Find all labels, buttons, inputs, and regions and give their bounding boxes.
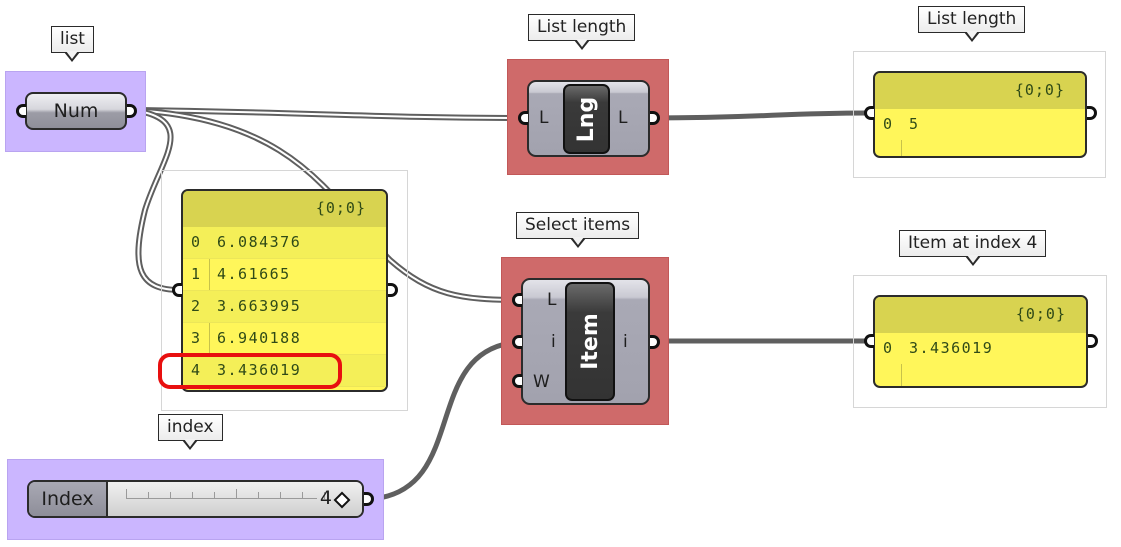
list-length-group-tooltip: List length <box>528 14 636 41</box>
row-value: 6.084376 <box>217 233 302 251</box>
panel-header: {0;0} <box>183 191 386 227</box>
panel-row: 2 3.663995 <box>183 291 386 323</box>
panel-row: 3 6.940188 <box>183 323 386 355</box>
slider-tick <box>170 492 171 499</box>
panel-row: 1 4.61665 <box>183 259 386 291</box>
row-index: 3 <box>191 329 201 347</box>
list-length-panel-tooltip: List length <box>918 6 1026 33</box>
slider-tick <box>258 492 259 499</box>
select-items-input-label-index: i <box>551 332 556 352</box>
slider-name: Index <box>29 482 108 516</box>
list-length-component[interactable]: L Lng L <box>527 80 650 157</box>
row-index: 0 <box>883 339 893 357</box>
row-index: 4 <box>191 361 201 379</box>
row-value: 3.663995 <box>217 297 302 315</box>
list-length-panel[interactable]: {0;0} 0 5 <box>873 71 1087 158</box>
slider-rail <box>126 498 317 499</box>
item-panel-output-grip[interactable] <box>1088 334 1098 348</box>
panel-path: {0;0} <box>1015 305 1066 323</box>
select-items-list-grip[interactable] <box>512 293 522 307</box>
row-index: 0 <box>191 233 201 251</box>
num-group-tooltip: list <box>51 26 94 53</box>
panel-row: 4 3.436019 <box>183 355 386 387</box>
select-items-wrap-grip[interactable] <box>512 374 522 388</box>
slider-tick <box>148 492 149 499</box>
select-items-input-label-list: L <box>547 290 557 310</box>
slider-tick <box>126 489 127 499</box>
num-param-label: Num <box>53 100 99 122</box>
item-panel-input-grip[interactable] <box>864 334 874 348</box>
index-group-tooltip: index <box>158 414 223 441</box>
item-panel[interactable]: {0;0} 0 3.436019 <box>873 295 1088 388</box>
num-input-grip[interactable] <box>16 104 26 118</box>
row-value: 4.61665 <box>217 265 291 283</box>
list-length-core: Lng <box>563 84 610 154</box>
slider-tick <box>302 492 303 499</box>
highlight-annotation-ring <box>158 353 342 389</box>
values-panel-input-grip[interactable] <box>172 283 182 297</box>
index-slider[interactable]: Index 4 <box>27 480 364 518</box>
slider-value: 4 <box>319 487 332 509</box>
select-items-component[interactable]: L i W Item i <box>521 278 650 405</box>
row-value: 3.436019 <box>909 339 994 357</box>
panel-header: {0;0} <box>875 297 1086 333</box>
select-items-core-label: Item <box>577 313 603 370</box>
list-length-output-label: L <box>618 108 628 128</box>
row-value: 3.436019 <box>217 361 302 379</box>
list-length-core-label: Lng <box>574 96 599 142</box>
row-index: 2 <box>191 297 201 315</box>
slider-tick <box>280 492 281 499</box>
slider-tick <box>214 492 215 499</box>
list-length-panel-input-grip[interactable] <box>864 106 874 120</box>
item-panel-tooltip: Item at index 4 <box>899 230 1047 257</box>
select-items-index-grip[interactable] <box>512 335 522 349</box>
panel-path: {0;0} <box>315 199 366 217</box>
slider-knob[interactable] <box>333 491 351 509</box>
panel-header: {0;0} <box>875 73 1085 109</box>
panel-path: {0;0} <box>1014 81 1065 99</box>
panel-row: 0 6.084376 <box>183 227 386 259</box>
slider-tick <box>192 492 193 499</box>
list-length-input-grip[interactable] <box>518 111 528 125</box>
panel-row: 0 5 <box>875 109 1085 140</box>
wire-list-length-to-panel[interactable] <box>651 110 869 121</box>
select-items-input-label-wrap: W <box>533 372 550 392</box>
select-items-group-tooltip: Select items <box>516 212 640 239</box>
panel-row: 0 3.436019 <box>875 333 1086 364</box>
slider-track[interactable]: 4 <box>108 482 362 516</box>
select-items-output-label: i <box>623 332 628 352</box>
slider-tick <box>236 489 237 499</box>
row-value: 6.940188 <box>217 329 302 347</box>
select-items-core: Item <box>565 282 615 401</box>
list-length-panel-output-grip[interactable] <box>1087 106 1097 120</box>
row-index: 0 <box>883 115 893 133</box>
list-length-input-label: L <box>539 108 549 128</box>
row-value: 5 <box>909 115 920 133</box>
num-param[interactable]: Num <box>25 92 127 130</box>
slider-tick <box>324 492 325 499</box>
wire-num-to-list-length[interactable] <box>132 107 527 121</box>
row-index: 1 <box>191 265 201 283</box>
